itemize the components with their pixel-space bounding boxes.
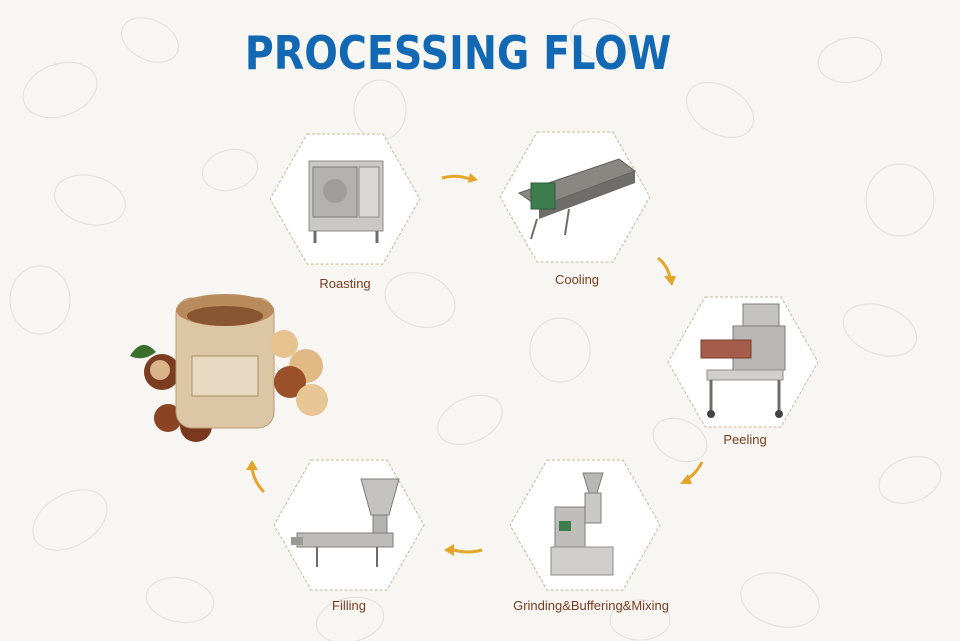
step-label: Cooling (554, 272, 600, 287)
colloid-mill-machine-icon (550, 472, 614, 576)
arrow-icon (444, 544, 483, 556)
arrow-icon (680, 461, 704, 484)
cooling-machine-icon (517, 158, 637, 240)
filling-machine-icon (291, 478, 400, 567)
step-filling: Filling (273, 459, 425, 613)
hazelnut-butter-jar-image (130, 294, 328, 442)
step-cooling: Cooling (499, 131, 651, 287)
step-grinding: Grinding&Buffering&Mixing (509, 459, 669, 613)
step-roasting: Roasting (269, 133, 421, 291)
step-label: Roasting (319, 276, 371, 291)
roaster-machine-icon (308, 160, 384, 243)
step-label: Peeling (723, 432, 767, 447)
arrow-icon (441, 173, 478, 183)
arrow-icon (657, 256, 676, 286)
peeling-machine-icon (700, 303, 786, 418)
step-label: Grinding&Buffering&Mixing (513, 598, 669, 613)
arrow-icon (246, 460, 266, 494)
step-peeling: Peeling (667, 296, 819, 447)
page-title: PROCESSING FLOW (244, 26, 672, 80)
step-label: Filling (332, 598, 366, 613)
